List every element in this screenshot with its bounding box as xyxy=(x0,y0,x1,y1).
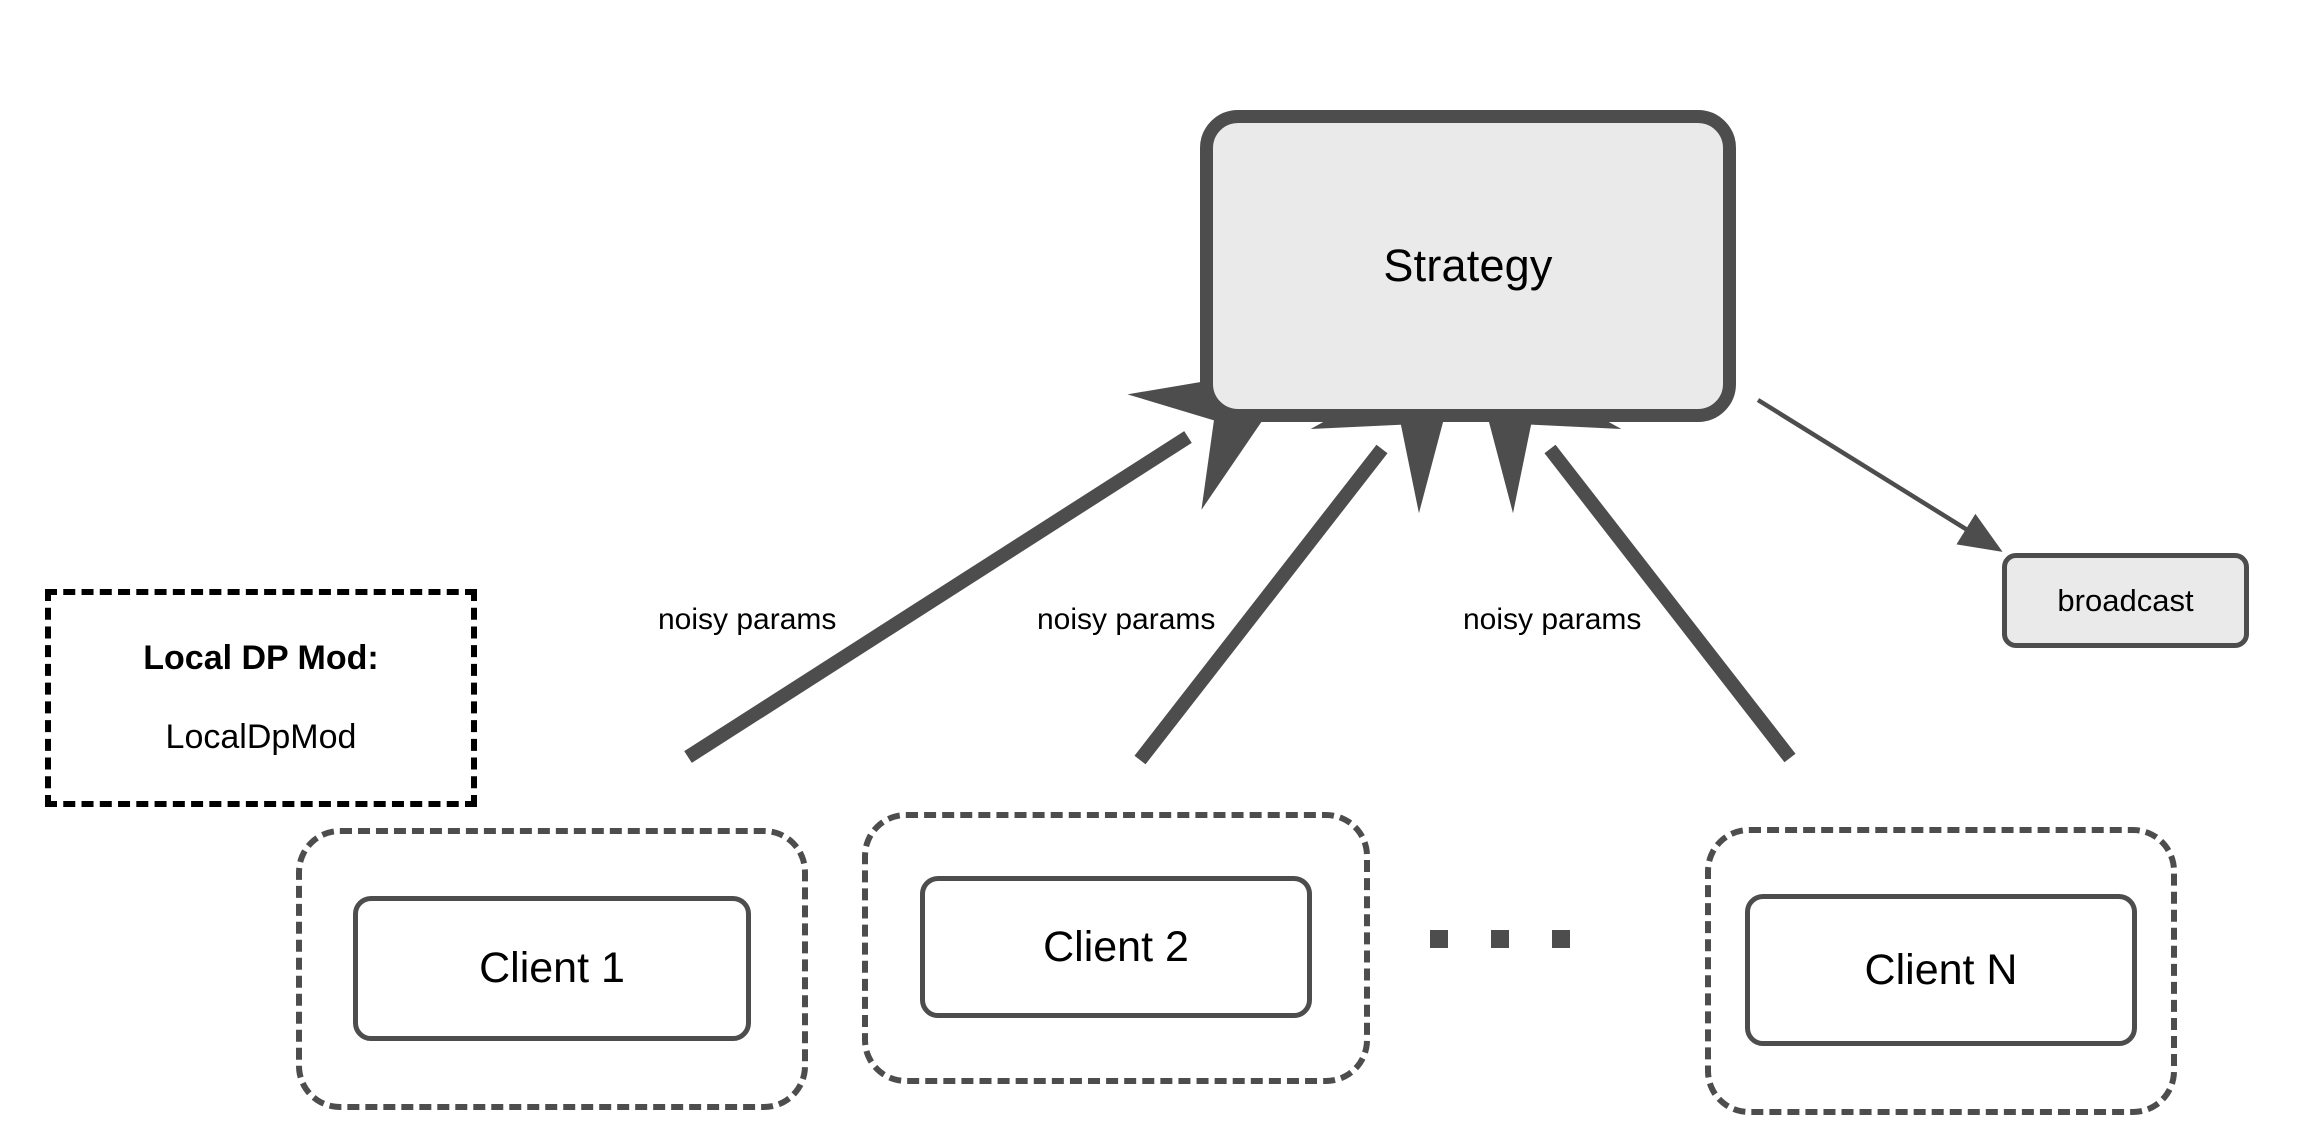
local-dp-mod-legend: Local DP Mod: LocalDpMod xyxy=(45,589,477,807)
ellipsis-dot-1 xyxy=(1430,930,1448,948)
broadcast-node[interactable]: broadcast xyxy=(2002,553,2249,648)
client-node-n-label: Client N xyxy=(1864,945,2018,994)
edge-strategy-to-broadcast xyxy=(1756,398,2003,552)
client-group-n[interactable]: Client N xyxy=(1705,827,2177,1115)
client-node-n[interactable]: Client N xyxy=(1745,894,2137,1046)
client-group-2[interactable]: Client 2 xyxy=(862,812,1370,1084)
client-node-2[interactable]: Client 2 xyxy=(920,876,1312,1018)
ellipsis-icon xyxy=(1430,930,1570,948)
edge-client1-to-strategy xyxy=(684,365,1301,763)
edge-label-noisy-params-1: noisy params xyxy=(658,603,837,636)
local-dp-mod-value: LocalDpMod xyxy=(165,718,357,756)
edge-label-noisy-params-2: noisy params xyxy=(1037,603,1216,636)
ellipsis-dot-3 xyxy=(1552,930,1570,948)
client-node-1-label: Client 1 xyxy=(479,943,625,992)
local-dp-mod-title: Local DP Mod: xyxy=(143,639,379,677)
edge-label-noisy-params-3: noisy params xyxy=(1463,603,1642,636)
client-node-2-label: Client 2 xyxy=(1043,922,1189,971)
strategy-node-label: Strategy xyxy=(1383,240,1553,291)
client-node-1[interactable]: Client 1 xyxy=(353,895,751,1041)
strategy-node[interactable]: Strategy xyxy=(1200,110,1736,422)
client-group-1[interactable]: Client 1 xyxy=(296,828,808,1110)
broadcast-node-label: broadcast xyxy=(2057,582,2194,618)
ellipsis-dot-2 xyxy=(1491,930,1509,948)
